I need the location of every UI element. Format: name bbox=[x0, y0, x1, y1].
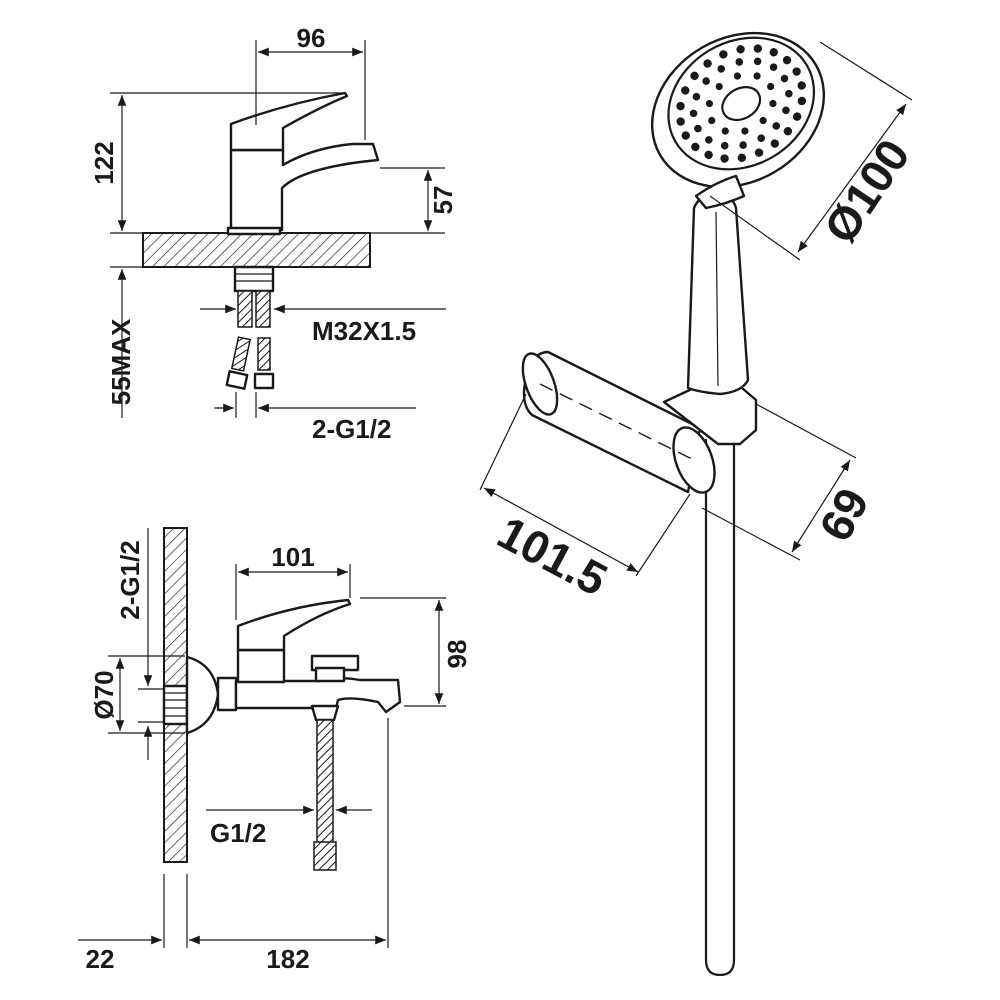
nozzle bbox=[785, 89, 793, 98]
nozzle bbox=[692, 92, 701, 101]
nozzle bbox=[759, 116, 767, 125]
nozzle bbox=[681, 131, 690, 140]
nozzle bbox=[691, 142, 700, 152]
hose-nut bbox=[313, 841, 337, 871]
dim-182: 182 bbox=[266, 944, 309, 974]
nozzle bbox=[705, 136, 713, 144]
dim-55max: 55MAX bbox=[106, 318, 136, 405]
nozzle bbox=[797, 81, 806, 90]
basin-hose-right-lower bbox=[257, 337, 271, 371]
basin-mixer-base bbox=[226, 226, 282, 236]
basin-hose-left bbox=[237, 290, 253, 328]
dim-69: 69 bbox=[809, 480, 879, 550]
hose-outlet bbox=[310, 704, 340, 722]
flange bbox=[185, 655, 220, 735]
nozzle bbox=[704, 150, 713, 160]
nozzle bbox=[772, 122, 781, 130]
nozzle bbox=[676, 117, 685, 126]
nozzle bbox=[769, 99, 777, 108]
basin-hose-nut-right bbox=[253, 372, 275, 390]
basin-hose-right bbox=[255, 290, 271, 328]
hand-shower-set: Ø100 101.5 69 bbox=[479, 31, 920, 977]
nozzle-center bbox=[721, 86, 762, 122]
wall-inlet bbox=[162, 684, 189, 726]
nozzle bbox=[735, 58, 744, 66]
shower-holder bbox=[521, 350, 758, 494]
nozzle bbox=[719, 50, 728, 59]
dim-m32x1-5: M32X1.5 bbox=[312, 316, 416, 346]
nozzle bbox=[741, 127, 749, 135]
nozzle bbox=[767, 82, 775, 91]
shower-nozzles bbox=[676, 44, 807, 163]
nozzle bbox=[736, 45, 745, 54]
bath-mixer: 101 98 2-G1/2 Ø70 G1/2 22 182 bbox=[78, 527, 472, 974]
nozzle bbox=[720, 141, 729, 150]
diverter-stem bbox=[314, 666, 346, 683]
nozzle bbox=[708, 116, 716, 125]
nozzle bbox=[715, 82, 723, 91]
nozzle bbox=[792, 67, 801, 76]
shower-head bbox=[650, 31, 826, 189]
dim-101: 101 bbox=[271, 542, 314, 572]
nozzle bbox=[753, 72, 761, 80]
nozzle bbox=[753, 57, 762, 66]
bath-mixer-body bbox=[236, 648, 286, 684]
nozzle bbox=[783, 127, 793, 136]
dim-diameter-70: Ø70 bbox=[89, 670, 119, 719]
nozzle bbox=[780, 74, 789, 83]
basin-mixer-shank bbox=[233, 265, 275, 293]
countertop bbox=[142, 232, 371, 268]
dim-101-5: 101.5 bbox=[489, 506, 615, 606]
dim-2-g1-2-basin: 2-G1/2 bbox=[312, 414, 392, 444]
nozzle bbox=[717, 65, 725, 73]
nozzle bbox=[720, 154, 729, 163]
nozzle bbox=[770, 139, 780, 148]
basin-mixer-body bbox=[229, 142, 380, 232]
nozzle bbox=[676, 101, 685, 111]
nozzle bbox=[705, 99, 714, 108]
dim-122: 122 bbox=[89, 141, 119, 184]
nozzle bbox=[782, 106, 790, 115]
nozzle bbox=[737, 153, 747, 162]
eccentric-connector bbox=[216, 676, 238, 712]
nozzle bbox=[797, 96, 807, 106]
dim-diameter-100: Ø100 bbox=[814, 130, 920, 252]
shower-hose bbox=[316, 719, 334, 845]
dim-2-g1-2-bath: 2-G1/2 bbox=[115, 540, 145, 620]
basin-hose-nut-left bbox=[225, 370, 249, 390]
nozzle bbox=[757, 134, 765, 142]
long-shower-hose bbox=[704, 438, 736, 977]
nozzle bbox=[753, 44, 763, 53]
dim-98: 98 bbox=[442, 640, 472, 669]
nozzle bbox=[739, 141, 747, 149]
shower-neck bbox=[694, 174, 746, 210]
nozzle bbox=[702, 77, 710, 85]
nozzle bbox=[689, 109, 698, 118]
nozzle bbox=[782, 55, 792, 65]
nozzle bbox=[690, 71, 699, 81]
basin-hose-left-lower bbox=[230, 336, 252, 372]
basin-mixer: 96 122 57 55MAX M32X1.5 2-G1/2 bbox=[89, 23, 458, 444]
nozzle bbox=[703, 59, 712, 68]
nozzle bbox=[769, 48, 778, 57]
nozzle bbox=[681, 86, 690, 95]
dim-22: 22 bbox=[86, 944, 115, 974]
nozzle bbox=[694, 124, 702, 133]
nozzle bbox=[721, 127, 729, 135]
nozzle bbox=[769, 63, 778, 71]
basin-mixer-handle bbox=[229, 91, 349, 152]
dim-96: 96 bbox=[297, 23, 326, 53]
nozzle bbox=[733, 72, 742, 80]
dim-57: 57 bbox=[428, 186, 458, 215]
bath-mixer-handle bbox=[236, 598, 352, 652]
nozzle bbox=[754, 148, 764, 157]
dim-g1-2: G1/2 bbox=[210, 818, 266, 848]
